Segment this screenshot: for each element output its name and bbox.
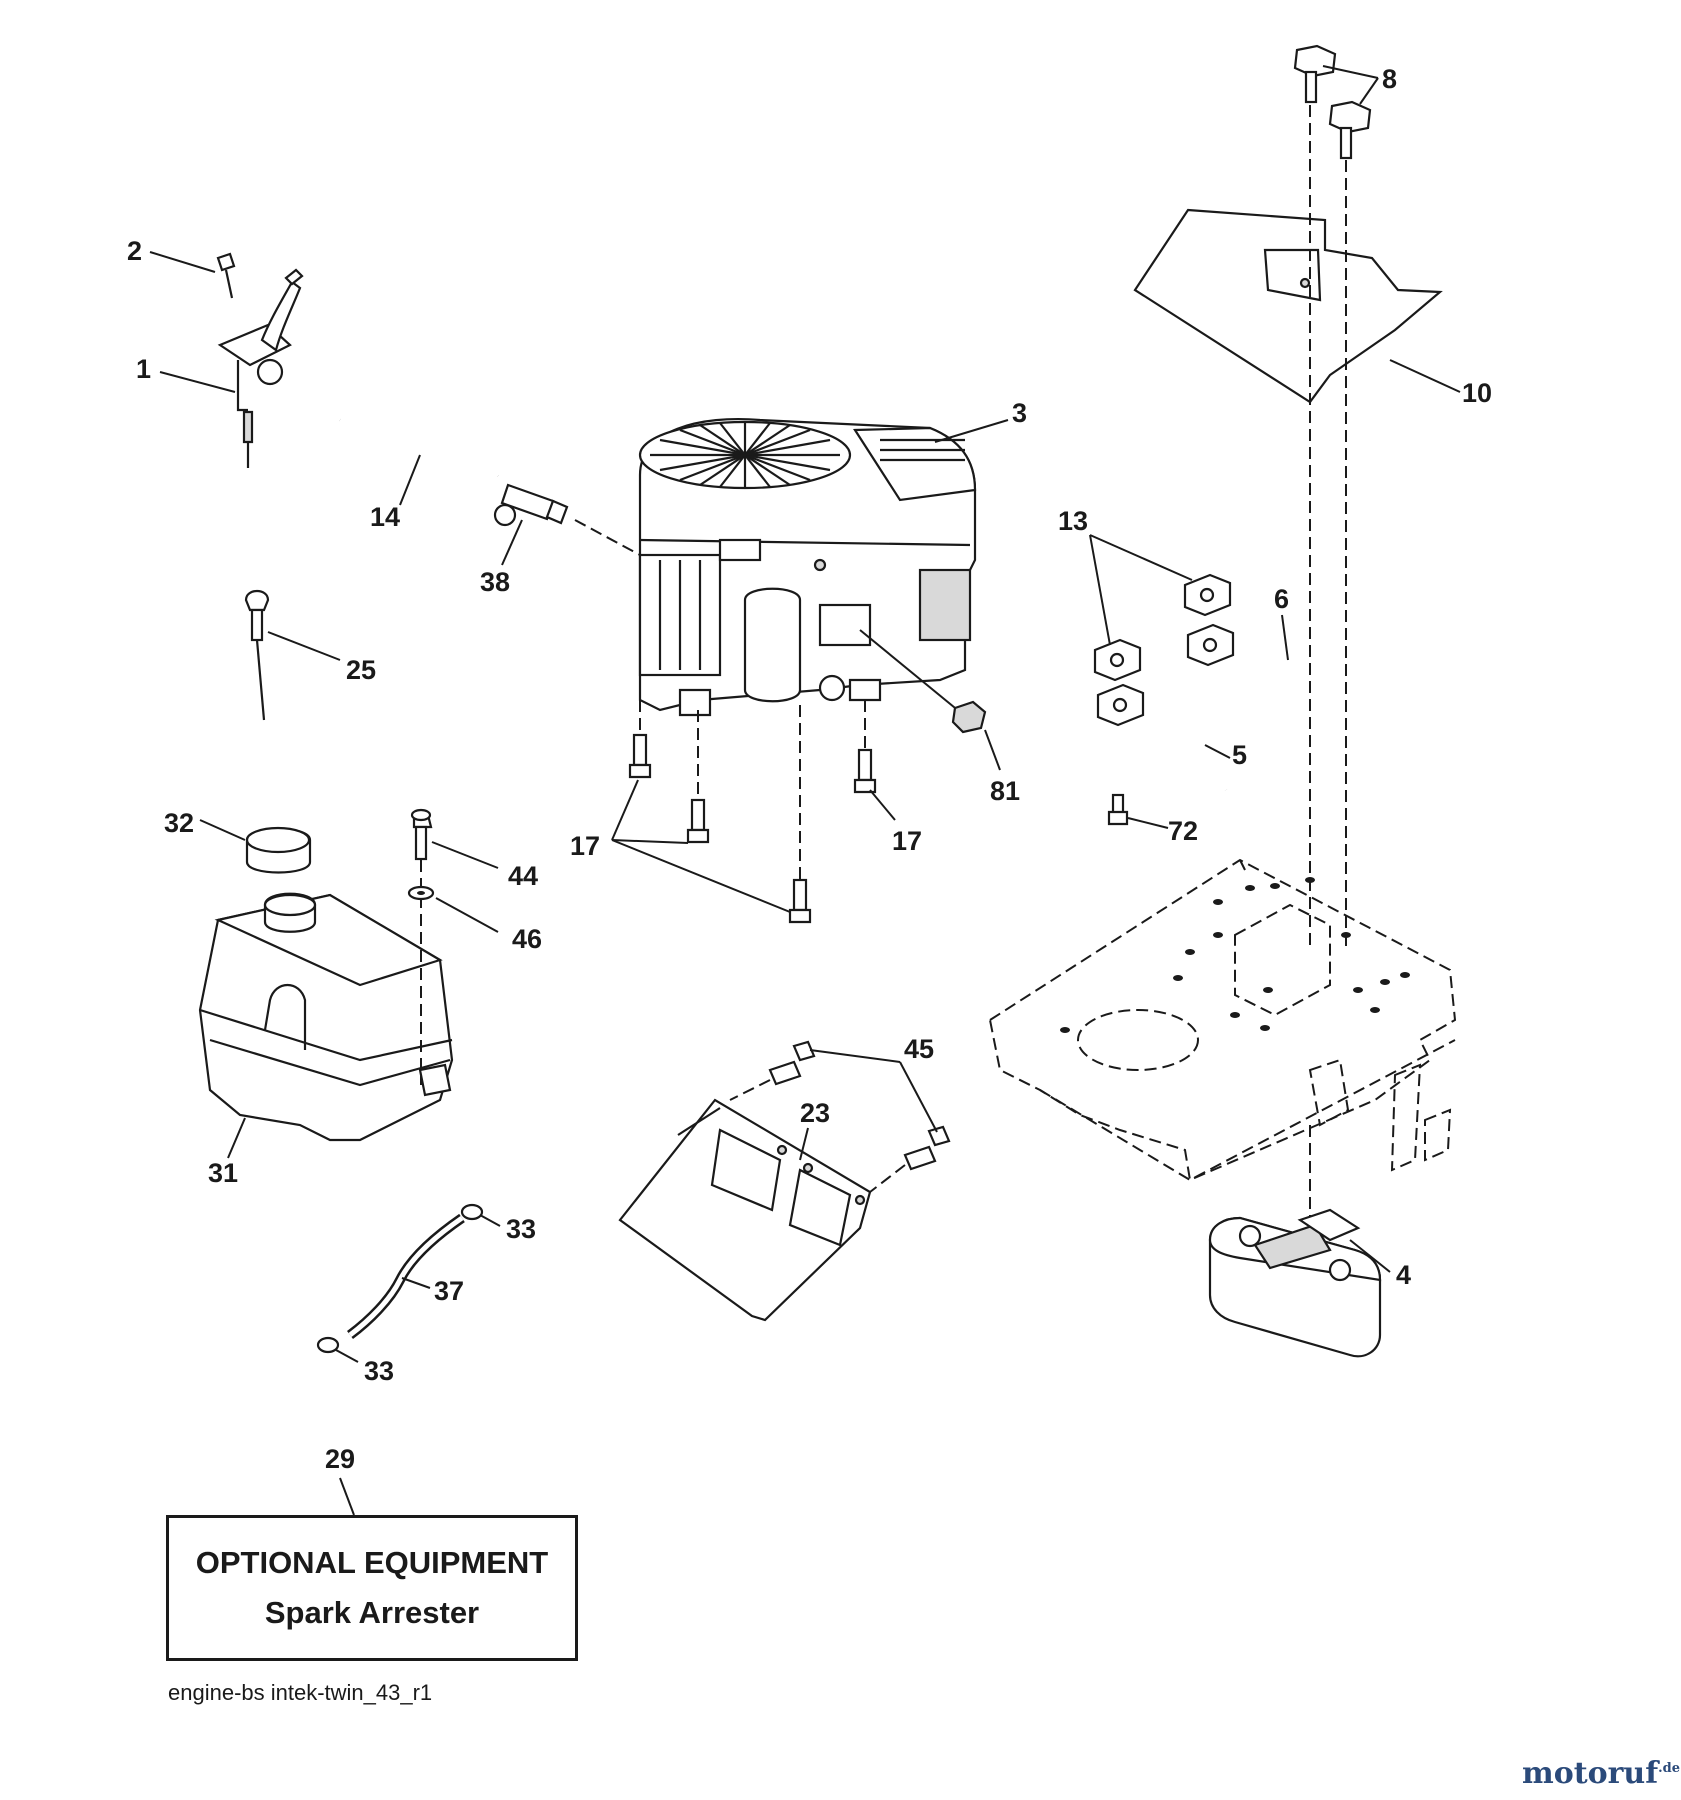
leader-6: [1281, 614, 1289, 661]
watermark-brand: motoruf: [1522, 1756, 1659, 1791]
exhaust-gaskets: [1093, 573, 1232, 682]
leader-33-bottom: [335, 1349, 359, 1363]
part-number-23: 23: [800, 1098, 830, 1128]
part-number-13: 13: [1058, 506, 1088, 536]
leader-3: [934, 419, 1009, 443]
tractor-frame: [988, 858, 1457, 1220]
leader-4: [1349, 1239, 1391, 1273]
clamps-33: [316, 1203, 484, 1354]
part-number-33-bottom: 33: [364, 1356, 394, 1386]
leaders-8: [1322, 65, 1379, 105]
part-number-6: 6: [1274, 584, 1289, 614]
fuel-line: [338, 415, 501, 480]
nut-81: [951, 700, 987, 734]
heat-shield-bolts: [1293, 44, 1372, 950]
dipstick: [244, 589, 270, 721]
leader-46: [435, 897, 499, 933]
optional-equipment-item: Spark Arrester: [264, 1595, 480, 1630]
leader-32: [199, 819, 246, 841]
diagram-file-id: engine-bs intek-twin_43_r1: [168, 1680, 433, 1705]
leader-44: [431, 841, 499, 869]
part-number-72: 72: [1168, 816, 1198, 846]
leader-25: [267, 631, 341, 661]
leaders-13: [1089, 534, 1193, 646]
leaders-45: [809, 1049, 938, 1133]
part-number-2: 2: [127, 236, 142, 266]
bolt-72: [1107, 793, 1129, 826]
part-number-33-top: 33: [506, 1214, 536, 1244]
part-number-10: 10: [1462, 378, 1492, 408]
leaders-17: [611, 779, 896, 913]
throttle-bracket-assembly: [216, 252, 304, 468]
heat-shield: [1133, 208, 1443, 404]
leader-31: [227, 1117, 246, 1159]
fuel-filter: [493, 483, 641, 556]
fuel-tank: [198, 892, 454, 1142]
muffler: [1208, 1208, 1382, 1358]
part-number-46: 46: [512, 924, 542, 954]
leader-1: [159, 371, 236, 393]
part-number-29: 29: [325, 1444, 355, 1474]
leader-2: [149, 251, 216, 273]
part-number-81: 81: [990, 776, 1020, 806]
leader-14: [399, 454, 421, 506]
watermark-tld: .de: [1658, 1761, 1681, 1776]
optional-equipment-box: OPTIONAL EQUIPMENT Spark Arrester: [166, 1515, 578, 1661]
leader-5: [1204, 744, 1231, 759]
lower-heat-shield: [618, 1098, 872, 1322]
fuel-line-37: [346, 1213, 465, 1339]
leader-81-connector: [859, 629, 961, 713]
part-number-8: 8: [1382, 64, 1397, 94]
engine: [638, 418, 977, 717]
part-number-17-right: 17: [892, 826, 922, 856]
part-number-5: 5: [1232, 740, 1247, 770]
part-number-4: 4: [1396, 1260, 1411, 1290]
part-number-14: 14: [370, 502, 400, 532]
leader-81: [984, 729, 1001, 771]
engine-bolts: [628, 700, 877, 924]
leader-33-top: [479, 1214, 501, 1227]
shield-bolts-45: [729, 1040, 951, 1193]
watermark-logo: motoruf.de: [1522, 1756, 1680, 1791]
part-number-31: 31: [208, 1158, 238, 1188]
leader-38: [501, 519, 523, 566]
part-number-45: 45: [904, 1034, 934, 1064]
part-number-25: 25: [346, 655, 376, 685]
part-number-44: 44: [508, 861, 538, 891]
leader-37: [401, 1277, 431, 1289]
part-number-37: 37: [434, 1276, 464, 1306]
leader-72: [1127, 817, 1169, 829]
exhaust-pipes: [1096, 623, 1297, 791]
part-number-3: 3: [1012, 398, 1027, 428]
part-number-1: 1: [136, 354, 151, 384]
optional-equipment-title: OPTIONAL EQUIPMENT: [195, 1545, 549, 1580]
leader-10: [1389, 359, 1461, 393]
part-number-38: 38: [480, 567, 510, 597]
part-number-32: 32: [164, 808, 194, 838]
leader-23: [799, 1127, 809, 1161]
washer-46: [407, 885, 435, 901]
leader-29: [339, 1477, 355, 1516]
part-number-17-left: 17: [570, 831, 600, 861]
fuel-cap: [245, 826, 312, 874]
